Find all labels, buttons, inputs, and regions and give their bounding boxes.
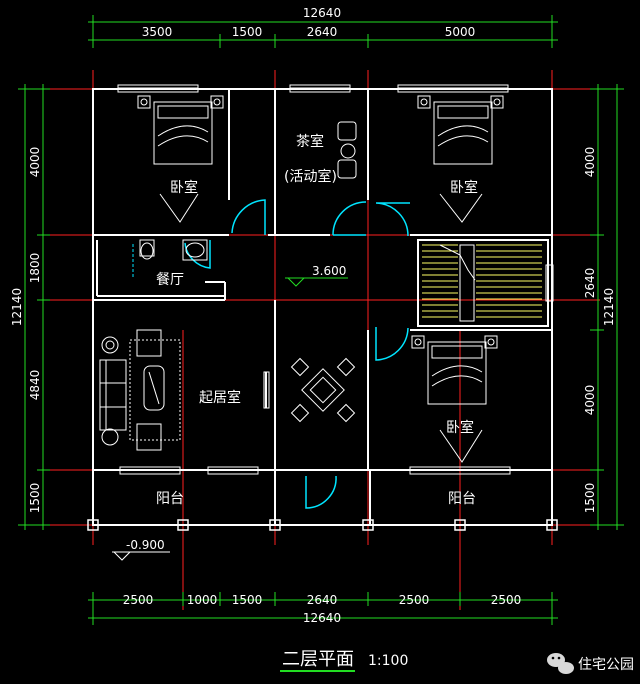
room-label-bedroom-top-left: 卧室 — [170, 179, 198, 196]
level-mark-floor — [285, 277, 348, 287]
bed-bottom-right — [411, 335, 498, 405]
dim-bottom-segment: 2500 — [123, 593, 154, 607]
room-labels: 卧室 茶室 (活动室) 卧室 餐厅 起居室 卧室 阳台 阳台 — [156, 133, 478, 507]
dim-bottom-segment: 2500 — [399, 593, 430, 607]
room-label-dining: 餐厅 — [156, 272, 184, 288]
dim-right-total: 12140 — [602, 288, 616, 326]
level-mark-ground — [112, 551, 170, 561]
dim-right-segment: 4000 — [583, 385, 597, 416]
drawing-title: 二层平面 — [282, 649, 354, 670]
bed-top-right — [417, 95, 504, 165]
doors — [184, 199, 410, 509]
dimension-texts: 12640 3500 1500 2640 5000 2500 1000 1500… — [10, 6, 616, 625]
room-label-activity-room: (活动室) — [284, 168, 337, 185]
living-room-furniture — [99, 329, 181, 451]
bed-top-left — [137, 95, 224, 165]
dining-fixtures — [132, 239, 208, 278]
dining-table-set — [290, 357, 356, 423]
door-dining — [184, 240, 211, 269]
door-bedroom-left — [231, 199, 266, 235]
door-tea-room — [332, 201, 367, 236]
room-pointers — [159, 193, 483, 463]
dim-top-segment: 2640 — [307, 25, 338, 39]
balcony-columns — [87, 519, 558, 531]
dim-right-segment: 4000 — [583, 147, 597, 178]
room-label-living: 起居室 — [199, 389, 241, 406]
door-bedroom-bottom — [375, 327, 409, 361]
dim-left-segment: 4840 — [28, 370, 42, 401]
walls — [92, 88, 553, 526]
dim-right-segment: 2640 — [583, 268, 597, 299]
dim-bottom-segment: 1500 — [232, 593, 263, 607]
dim-bottom-segment: 2640 — [307, 593, 338, 607]
wechat-icon — [547, 653, 574, 674]
level-floor-value: 3.600 — [312, 264, 346, 278]
watermark-text: 住宅公园 — [578, 657, 634, 673]
dim-bottom-segment: 2500 — [491, 593, 522, 607]
drawing-scale: 1:100 — [368, 653, 408, 669]
room-label-tea-room: 茶室 — [296, 133, 324, 150]
dim-left-total: 12140 — [10, 288, 24, 326]
windows — [117, 84, 554, 475]
dim-top-segment: 1500 — [232, 25, 263, 39]
tea-room-table-set — [337, 121, 357, 179]
dim-left-segment: 4000 — [28, 147, 42, 178]
axis-lines — [40, 70, 600, 610]
dim-right-segment: 1500 — [583, 483, 597, 514]
dimension-lines — [18, 15, 624, 625]
room-label-bedroom-bottom-right: 卧室 — [446, 419, 474, 436]
dim-top-segment: 5000 — [445, 25, 476, 39]
room-label-balcony-right: 阳台 — [448, 491, 476, 507]
door-balcony — [305, 475, 337, 509]
dim-bottom-segment: 1000 — [187, 593, 218, 607]
room-label-balcony-left: 阳台 — [156, 491, 184, 507]
dim-left-segment: 1800 — [28, 253, 42, 284]
staircase — [422, 244, 542, 322]
dim-top-total: 12640 — [303, 6, 341, 20]
dim-bottom-total: 12640 — [303, 611, 341, 625]
dim-left-segment: 1500 — [28, 483, 42, 514]
level-ground-value: -0.900 — [126, 538, 165, 552]
room-label-bedroom-top-right: 卧室 — [450, 179, 478, 196]
dim-top-segment: 3500 — [142, 25, 173, 39]
door-bedroom-right — [375, 202, 410, 237]
